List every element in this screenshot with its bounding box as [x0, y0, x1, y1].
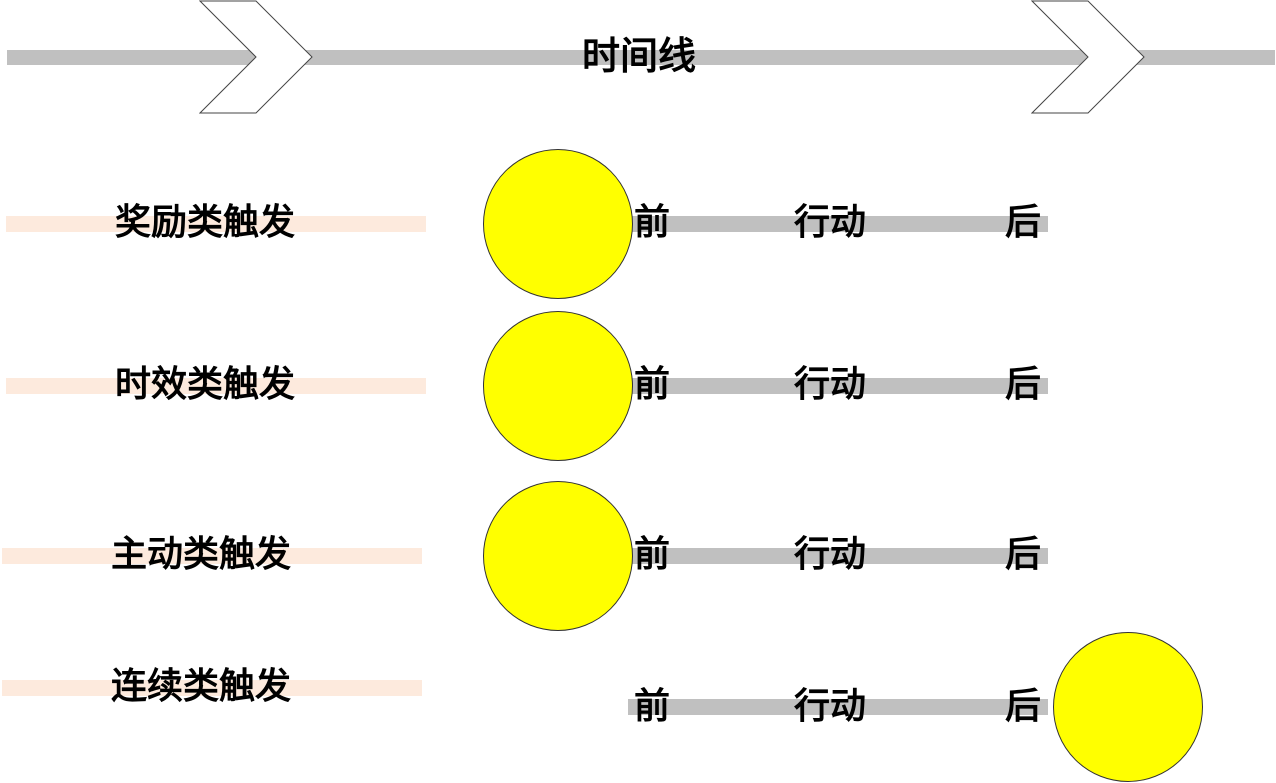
row-label-bar [6, 378, 426, 394]
stage-bar [628, 699, 1048, 715]
stage-before: 前 [634, 364, 671, 405]
timeline-title: 时间线 [582, 34, 697, 78]
stage-action: 行动 [794, 202, 867, 243]
trigger-marker [1053, 632, 1203, 782]
stage-action: 行动 [794, 364, 867, 405]
row-label-bar [2, 548, 422, 564]
row-label: 连续类触发 [111, 666, 292, 707]
stage-before: 前 [634, 202, 671, 243]
stage-after: 后 [1005, 202, 1042, 243]
trigger-marker [483, 149, 633, 299]
stage-action: 行动 [794, 534, 867, 575]
stage-before: 前 [634, 534, 671, 575]
stage-bar [628, 216, 1048, 232]
timeline-bar [7, 50, 1275, 65]
stage-after: 后 [1005, 534, 1042, 575]
timeline-chevron-left-icon [199, 0, 313, 114]
row-label: 奖励类触发 [115, 202, 296, 243]
stage-after: 后 [1005, 686, 1042, 727]
stage-action: 行动 [794, 686, 867, 727]
row-label-bar [2, 680, 422, 696]
trigger-marker [483, 481, 633, 631]
stage-after: 后 [1005, 364, 1042, 405]
row-label-bar [6, 216, 426, 232]
stage-bar [628, 378, 1048, 394]
row-label: 时效类触发 [115, 364, 296, 405]
stage-before: 前 [634, 686, 671, 727]
stage-bar [628, 548, 1048, 564]
trigger-marker [483, 311, 633, 461]
timeline-chevron-right-icon [1031, 0, 1145, 114]
row-label: 主动类触发 [111, 534, 292, 575]
